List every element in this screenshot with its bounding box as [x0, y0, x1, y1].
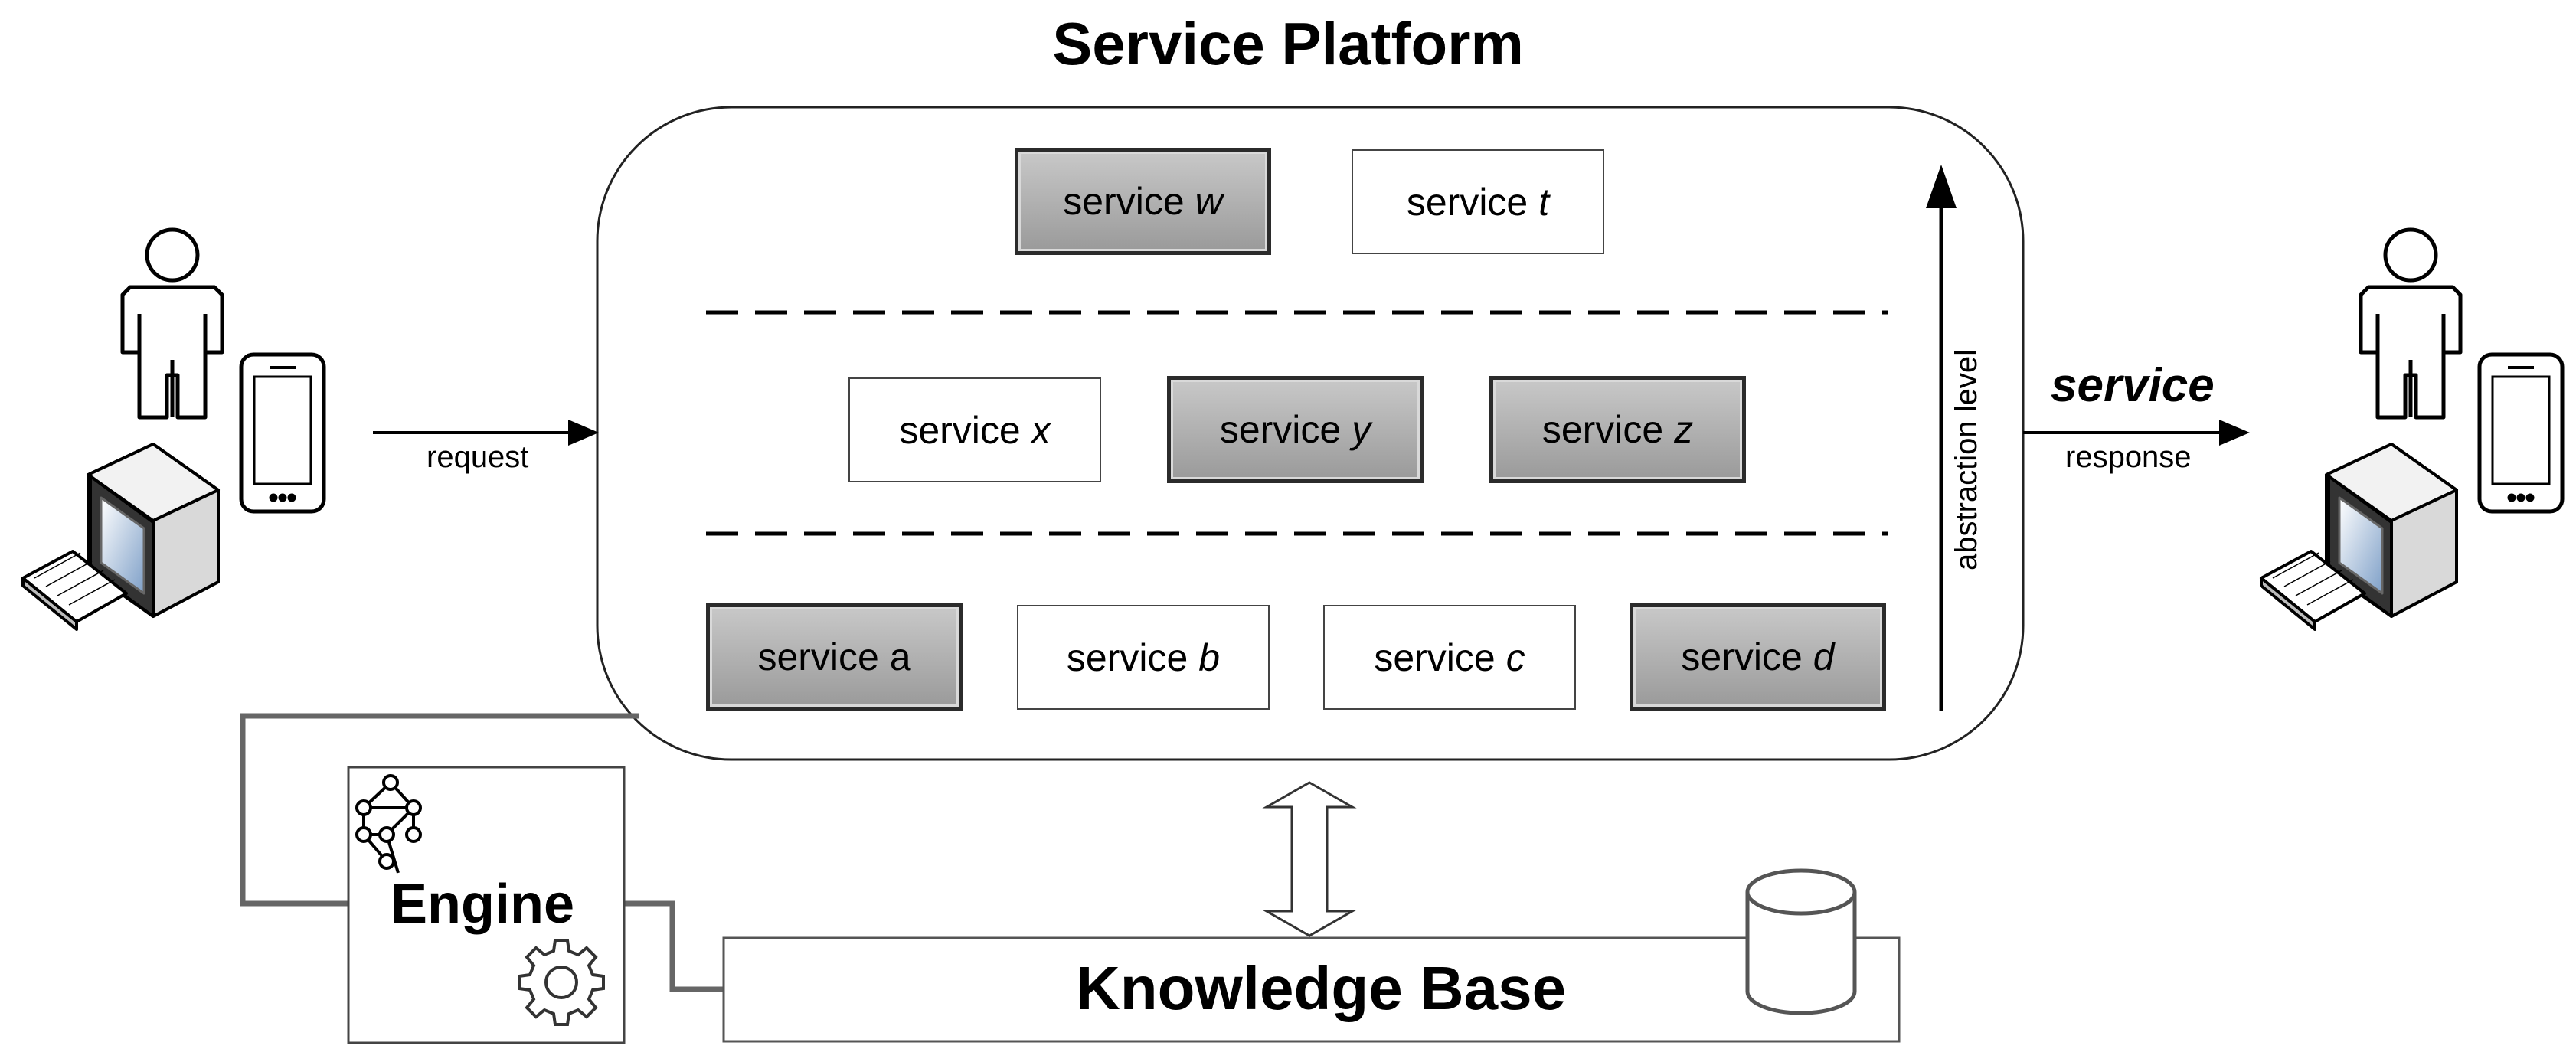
service-b-prefix: service: [1066, 636, 1188, 679]
engine-label: Engine: [391, 874, 575, 935]
right-computer-icon: [2260, 443, 2458, 631]
abstraction-arrowhead: [1926, 165, 1957, 208]
left-computer-icon: [21, 443, 220, 631]
right-smartphone-icon: [2477, 352, 2565, 514]
service-b-var: b: [1198, 636, 1221, 679]
engine-platform-connector: [240, 713, 639, 907]
graph-network-icon: [355, 774, 422, 874]
response-label: response: [2065, 440, 2192, 474]
service-t-var: t: [1538, 180, 1550, 224]
service-d-var: d: [1813, 636, 1835, 678]
response-service-label: service: [2051, 359, 2215, 412]
service-x-var: x: [1031, 408, 1051, 452]
left-smartphone-icon: [239, 352, 326, 514]
abstraction-level-label: abstraction level: [1950, 348, 1983, 570]
platform-kb-double-arrow: [1262, 781, 1357, 937]
service-y-prefix: service: [1219, 408, 1342, 451]
diagram-title: Service Platform: [1052, 10, 1524, 77]
service-d-prefix: service: [1681, 636, 1803, 678]
engine-kb-connector: [624, 900, 724, 992]
service-c-prefix: service: [1374, 636, 1496, 679]
service-z-var: z: [1674, 408, 1694, 451]
service-y-var: y: [1352, 408, 1371, 451]
gear-icon: [518, 939, 605, 1026]
service-w-prefix: service: [1063, 180, 1185, 223]
service-x-prefix: service: [899, 408, 1021, 452]
knowledge-base-box: [722, 936, 1901, 1043]
service-c-var: c: [1505, 636, 1525, 679]
knowledge-base-label: Knowledge Base: [1076, 954, 1567, 1022]
database-cylinder-icon: [1745, 868, 1857, 1015]
response-arrowhead: [2219, 420, 2250, 446]
left-user-icon: [120, 227, 224, 420]
request-arrowhead: [568, 420, 599, 446]
service-w-var: w: [1195, 180, 1223, 223]
service-a-box: service a: [706, 603, 963, 711]
right-user-icon: [2359, 227, 2463, 420]
service-t-prefix: service: [1406, 180, 1528, 224]
service-z-prefix: service: [1541, 408, 1664, 451]
request-label: request: [427, 440, 529, 474]
service-a-label: service a: [757, 636, 911, 678]
